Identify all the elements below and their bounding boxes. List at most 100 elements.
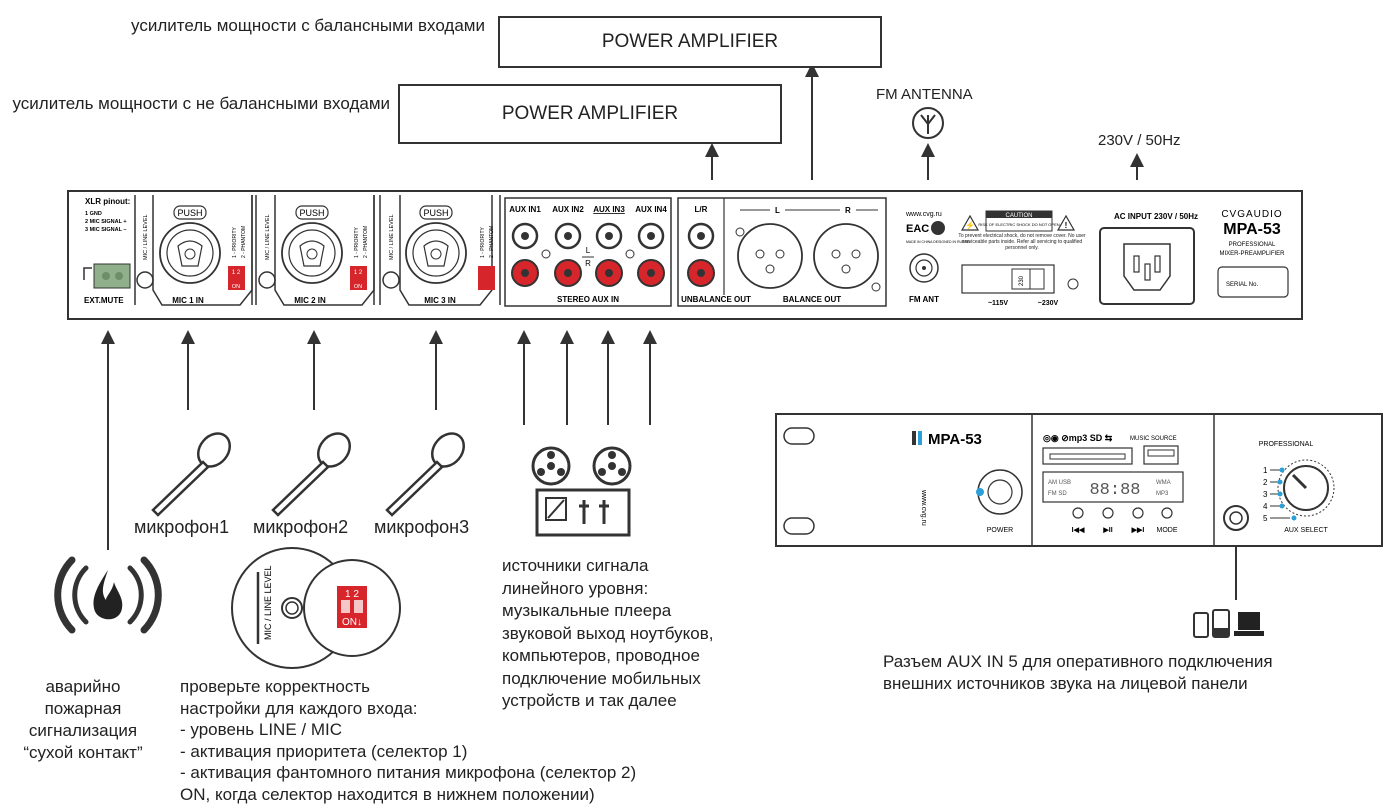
svg-text:MODE: MODE: [1157, 527, 1178, 534]
svg-text:MIC / LINE LEVEL: MIC / LINE LEVEL: [263, 565, 273, 640]
svg-text:1 2: 1 2: [354, 270, 363, 276]
svg-text:5: 5: [1263, 514, 1268, 523]
svg-text:4: 4: [1263, 502, 1268, 511]
iec-power-socket[interactable]: [1099, 227, 1195, 305]
svg-text:2 - PHANTOM: 2 - PHANTOM: [363, 226, 369, 258]
svg-text:POWER: POWER: [987, 527, 1013, 534]
svg-text:L: L: [586, 246, 591, 255]
svg-text:FM SD: FM SD: [1048, 491, 1067, 497]
svg-text:AUX SELECT: AUX SELECT: [1284, 527, 1328, 534]
xlr-combo-jack-1[interactable]: [159, 222, 221, 284]
svg-text:MP3: MP3: [1156, 491, 1169, 497]
media-icons: ◎◉ ⊘mp3 SD ⇆: [1043, 433, 1113, 443]
svg-text:2: 2: [1263, 478, 1268, 487]
aux-indicators: 1 2 3 4 5: [1263, 466, 1297, 523]
aux-in5-jack[interactable]: [1223, 505, 1249, 531]
svg-text:I◀◀: I◀◀: [1072, 527, 1085, 534]
power-amplifier-unbalanced: POWER AMPLIFIER: [398, 84, 782, 144]
mic-in-label-1: MIC 1 IN: [172, 296, 204, 305]
mic-label-1: микрофон1: [134, 517, 230, 537]
usb-port[interactable]: [1143, 445, 1179, 465]
svg-text:ON↓: ON↓: [342, 617, 362, 628]
xlr-pin-1: 1 GND: [85, 211, 102, 217]
mic-channel-2: MIC / LINE LEVEL PUSH MIC 2 IN 1 - PRIOR…: [255, 195, 375, 306]
mic-channel-3: MIC / LINE LEVEL PUSH MIC 3 IN 1 - PRIOR…: [379, 195, 501, 306]
sd-slot[interactable]: [1042, 447, 1133, 465]
svg-text:L: L: [775, 206, 780, 215]
level-pot-3[interactable]: [382, 271, 400, 289]
xlr-out-right[interactable]: [813, 223, 879, 289]
svg-text:⚡: ⚡: [965, 220, 975, 230]
svg-text:PROFESSIONAL: PROFESSIONAL: [1259, 441, 1314, 448]
ext-mute-label: EXT.MUTE: [84, 296, 124, 305]
xlr-combo-jack-3[interactable]: [405, 222, 467, 284]
aux-in1-label: AUX IN1: [509, 205, 541, 214]
svg-text:!: !: [1065, 221, 1068, 230]
play-pause-button[interactable]: [1102, 507, 1114, 519]
microphone-icon-1: [151, 432, 232, 517]
svg-text:MIC / LINE LEVEL: MIC / LINE LEVEL: [265, 214, 271, 260]
svg-text:2 - PHANTOM: 2 - PHANTOM: [489, 226, 495, 258]
svg-text:WMA: WMA: [1156, 480, 1171, 486]
svg-text:ON: ON: [232, 284, 240, 290]
brand-section: CVGAUDIO MPA-53 PROFESSIONAL MIXER-PREAM…: [1217, 209, 1289, 298]
unbalance-out-label: UNBALANCE OUT: [681, 295, 751, 304]
fm-ant-label: FM ANT: [909, 295, 939, 304]
svg-text:1 2: 1 2: [345, 589, 359, 600]
dip-switch-2[interactable]: [350, 266, 367, 290]
serial-label: SERIAL No.: [1226, 282, 1258, 288]
svg-text:~115V: ~115V: [988, 300, 1008, 307]
aux-in4-label: AUX IN4: [635, 205, 667, 214]
level-pot-1[interactable]: [136, 271, 154, 289]
caution-label: CAUTION: [1006, 213, 1033, 219]
balance-out-label: BALANCE OUT: [783, 295, 841, 304]
xlr-pin-2: 2 MIC SIGNAL +: [85, 219, 127, 225]
line-sources-text: источники сигнала линейного уровня: музы…: [502, 556, 714, 710]
power-amplifier-balanced: POWER AMPLIFIER: [498, 16, 882, 68]
xlr-combo-jack-2[interactable]: [281, 222, 343, 284]
brand-name: CVGAUDIO: [1221, 209, 1282, 220]
svg-text:1 - PRIORITY: 1 - PRIORITY: [480, 226, 486, 258]
svg-text:PUSH: PUSH: [423, 208, 448, 218]
mic-label-3: микрофон3: [374, 517, 470, 537]
warning-text: To prevent electrical shock, do not remo…: [958, 233, 1086, 251]
aux-rca-red-row[interactable]: [511, 259, 665, 287]
svg-text:www.cvg.ru: www.cvg.ru: [905, 211, 942, 218]
svg-text:R: R: [585, 259, 591, 268]
ac-input-section: AC INPUT 230V / 50Hz: [1099, 212, 1198, 305]
fm-antenna-label: FM ANTENNA: [876, 86, 973, 103]
dip-switch-3[interactable]: [478, 266, 495, 290]
mic-in-label-2: MIC 2 IN: [294, 296, 326, 305]
balanced-amp-label: усилитель мощности с балансными входами: [131, 16, 485, 35]
mic-channel-1: MIC / LINE LEVEL PUSH MIC 1 IN 1 - PRIOR…: [134, 195, 253, 306]
settings-zoom-icon: MIC / LINE LEVEL 1 2 ON↓: [231, 547, 401, 669]
svg-text:2 - PHANTOM: 2 - PHANTOM: [241, 226, 247, 258]
aux-rca-white-row[interactable]: [511, 222, 665, 250]
svg-text:3: 3: [1263, 490, 1268, 499]
next-button[interactable]: [1132, 507, 1144, 519]
lcd-display: [1042, 471, 1184, 503]
svg-text:MIXER-PREAMPLIFIER: MIXER-PREAMPLIFIER: [1219, 251, 1285, 257]
prev-button[interactable]: [1072, 507, 1084, 519]
power-label: 230V / 50Hz: [1098, 132, 1181, 149]
ext-mute-terminal[interactable]: [83, 263, 131, 289]
mode-button[interactable]: [1161, 507, 1173, 519]
stereo-aux-section: AUX IN1 AUX IN2 AUX IN3 AUX IN4 L R STER…: [504, 197, 672, 307]
xlr-out-left[interactable]: [737, 223, 803, 289]
svg-text:1 - PRIORITY: 1 - PRIORITY: [354, 226, 360, 258]
svg-text:MIC / LINE LEVEL: MIC / LINE LEVEL: [389, 214, 395, 260]
svg-text:1: 1: [1263, 466, 1268, 475]
xlr-pin-3: 3 MIC SIGNAL –: [85, 227, 126, 233]
display-time: 88:88: [1089, 481, 1140, 500]
svg-text:PROFESSIONAL: PROFESSIONAL: [1229, 242, 1276, 248]
fire-alarm-icon: [54, 556, 162, 634]
microphone-icon-2: [271, 432, 352, 517]
dip-switch-1[interactable]: [228, 266, 245, 290]
signal-arrows: [101, 63, 1243, 600]
level-pot-2[interactable]: [258, 271, 276, 289]
svg-text:MADE IN CHINA DESIGNED IN RUSS: MADE IN CHINA DESIGNED IN RUSSIA: [906, 240, 971, 244]
mic-level-label-1: MIC / LINE LEVEL: [143, 214, 149, 260]
unbalanced-amp-label: усилитель мощности с не балансными входа…: [12, 94, 390, 113]
svg-text:1 - PRIORITY: 1 - PRIORITY: [232, 226, 238, 258]
